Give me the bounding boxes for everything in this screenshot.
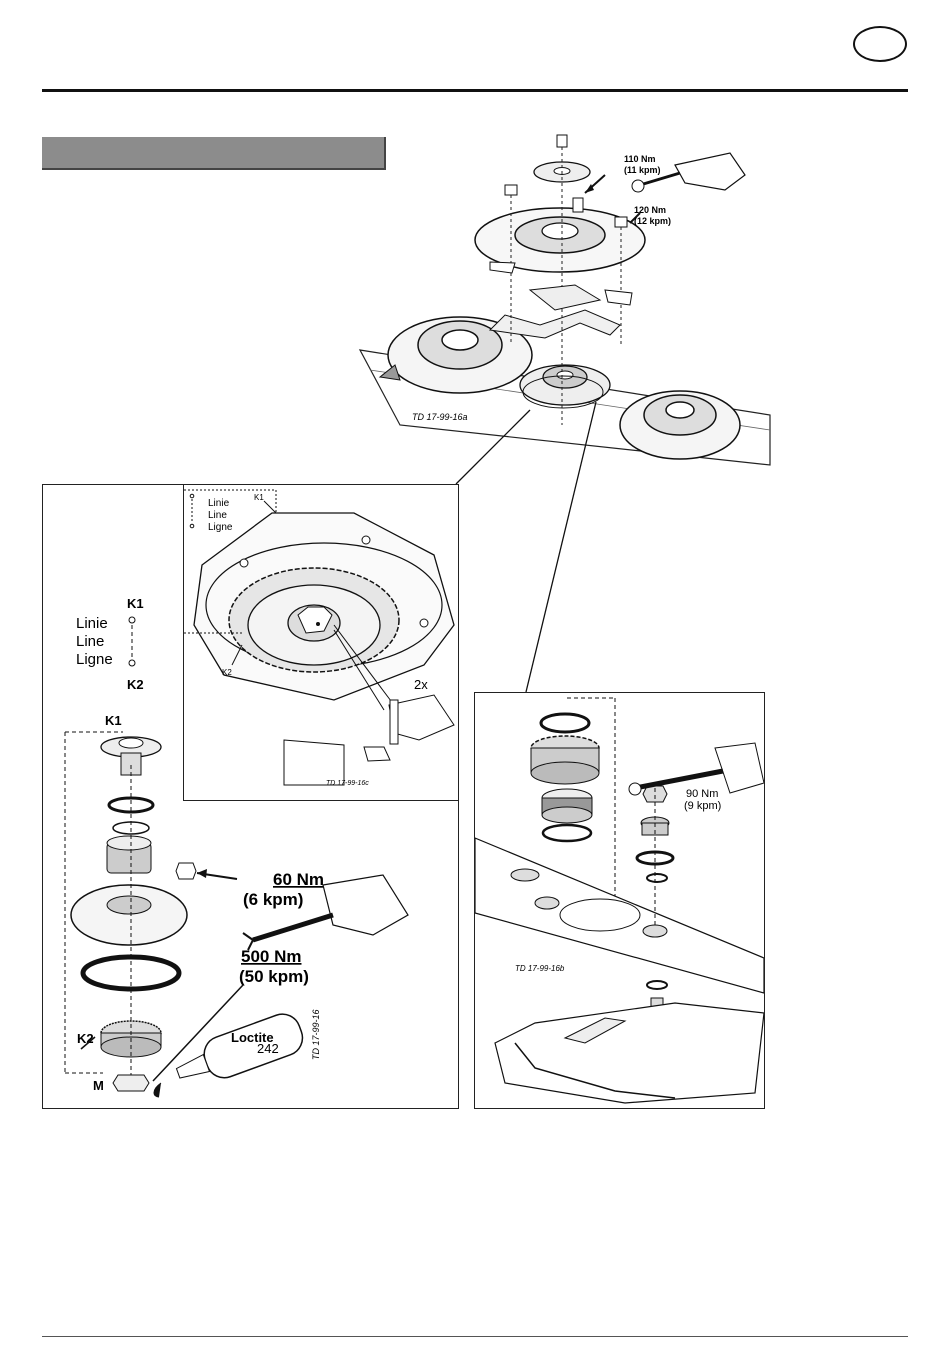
left-panel-ref: TD 17-99-16 [311,1009,321,1060]
loctite-number: 242 [257,1041,279,1056]
inset-line-label-de: Linie [208,498,230,509]
loctite-bottle [171,1009,308,1093]
torque-90-kpm-label: (9 kpm) [684,800,721,812]
footer-rule [42,1336,908,1337]
legend-line-label-en: Line [76,633,104,650]
torque-60-label: 60 Nm [273,870,324,889]
inset-line-label-en: Line [208,510,227,521]
m-label: M [93,1078,104,1093]
legend-line-label-fr: Ligne [76,651,113,668]
torque-500-label: 500 Nm [241,947,301,966]
inset-k2-label: K2 [222,668,232,677]
legend-line-label-de: Linie [76,615,108,632]
torque-500-kpm-label: (50 kpm) [239,967,309,986]
right-panel-ref: TD 17-99-16b [515,964,565,973]
inset-k1-label: K1 [254,493,264,502]
inset-ref: TD 17-99-16c [326,780,369,787]
gear-detail-drawing: Linie Line Ligne K1 K2 2x TD 17-99-16c [184,485,458,800]
torque-90-label: 90 Nm [686,788,718,800]
legend-k1-label: K1 [127,596,144,611]
k1-label: K1 [105,713,122,728]
torque-60-kpm-label: (6 kpm) [243,890,303,909]
inset-count-label: 2x [414,677,428,692]
right-panel: 90 Nm (9 kpm) TD 17-99-16b [474,692,765,1109]
k2-label: K2 [77,1031,94,1046]
bearing-exploded-drawing: 90 Nm (9 kpm) TD 17-99-16b [475,693,764,1108]
inset-line-label-fr: Ligne [208,522,233,533]
gear-detail-inset: Linie Line Ligne K1 K2 2x TD 17-99-16c [183,484,459,801]
legend-k2-label: K2 [127,677,144,692]
